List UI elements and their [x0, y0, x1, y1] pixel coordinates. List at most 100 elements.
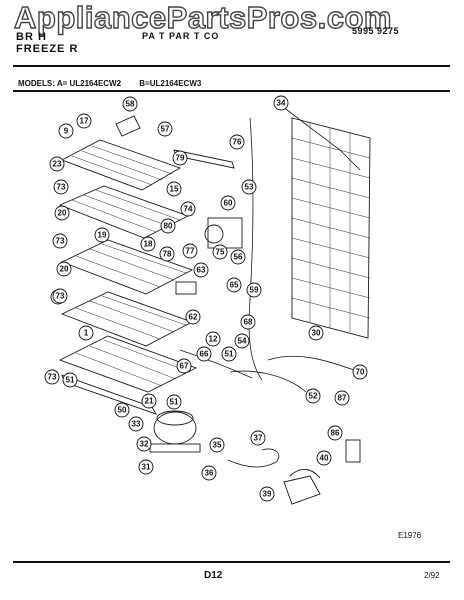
svg-text:70: 70	[356, 368, 365, 377]
callout-1: 1	[78, 325, 94, 341]
svg-text:31: 31	[142, 463, 151, 472]
svg-text:53: 53	[245, 183, 254, 192]
svg-text:19: 19	[98, 231, 107, 240]
callout-18: 18	[140, 236, 156, 252]
svg-text:12: 12	[209, 335, 218, 344]
compressor	[149, 410, 201, 453]
drain-pan	[283, 469, 321, 505]
callout-75: 75	[212, 244, 228, 260]
callout-65: 65	[226, 277, 242, 293]
cord-37	[227, 448, 280, 468]
svg-text:52: 52	[309, 392, 318, 401]
callout-33: 33	[128, 416, 144, 432]
callout-30: 30	[308, 325, 324, 341]
callout-39: 39	[259, 486, 275, 502]
callout-21: 21	[141, 393, 157, 409]
header-title: PA T PAR T CO	[142, 31, 220, 41]
top-shelf	[60, 139, 182, 191]
document-number: 5995 9275	[352, 26, 400, 36]
callout-58: 58	[122, 96, 138, 112]
watermark: AppliancePartsPros.com	[13, 0, 392, 36]
product-label: FREEZE R	[16, 43, 79, 55]
svg-text:18: 18	[144, 240, 153, 249]
callout-60: 60	[220, 195, 236, 211]
callout-76: 76	[229, 134, 245, 150]
svg-text:17: 17	[80, 117, 89, 126]
svg-text:51: 51	[170, 398, 179, 407]
callout-67: 67	[176, 358, 192, 374]
callout-32: 32	[136, 436, 152, 452]
svg-text:54: 54	[238, 337, 247, 346]
svg-text:76: 76	[233, 138, 242, 147]
svg-text:80: 80	[164, 222, 173, 231]
svg-text:62: 62	[189, 313, 198, 322]
svg-text:59: 59	[250, 286, 259, 295]
svg-text:20: 20	[58, 209, 67, 218]
callout-20b: 20	[56, 261, 72, 277]
brand-label: BR H	[16, 31, 47, 43]
models-rule	[13, 90, 450, 92]
svg-text:66: 66	[200, 350, 209, 359]
svg-text:1: 1	[84, 329, 89, 338]
models-line: MODELS: A= UL2164ECW2 B=UL2164ECW3	[18, 79, 217, 88]
page-code: D12	[204, 570, 223, 581]
svg-text:40: 40	[320, 454, 329, 463]
callout-52: 52	[305, 388, 321, 404]
svg-text:15: 15	[170, 185, 179, 194]
callout-34: 34	[273, 95, 289, 111]
svg-text:78: 78	[163, 250, 172, 259]
callout-73a: 73	[53, 179, 69, 195]
svg-text:30: 30	[312, 329, 321, 338]
callout-74: 74	[180, 201, 196, 217]
callout-40: 40	[316, 450, 332, 466]
callout-77: 77	[182, 243, 198, 259]
tube-70	[267, 355, 361, 373]
svg-text:79: 79	[176, 154, 185, 163]
callout-51c: 51	[166, 394, 182, 410]
callout-9: 9	[58, 123, 74, 139]
light-58	[115, 115, 141, 137]
svg-text:21: 21	[145, 397, 154, 406]
figure-code: E1976	[398, 531, 422, 540]
svg-text:39: 39	[263, 490, 272, 499]
svg-text:36: 36	[205, 469, 214, 478]
svg-text:87: 87	[338, 394, 347, 403]
callout-labels: 58 57 34 17 9 76 79 23 73 15 53 60 74 20…	[44, 95, 368, 502]
callout-87: 87	[334, 390, 350, 406]
svg-text:86: 86	[331, 429, 340, 438]
svg-text:73: 73	[57, 183, 66, 192]
svg-text:51: 51	[225, 350, 234, 359]
revision-date: 2/92	[424, 571, 440, 580]
callout-70: 70	[352, 364, 368, 380]
callout-73d: 73	[44, 369, 60, 385]
callout-57: 57	[157, 121, 173, 137]
tube-52	[229, 370, 307, 393]
callout-19: 19	[94, 227, 110, 243]
svg-text:9: 9	[64, 127, 69, 136]
callout-63: 63	[193, 262, 209, 278]
callout-68: 68	[240, 314, 256, 330]
shelf-group	[58, 139, 198, 415]
svg-text:23: 23	[53, 160, 62, 169]
svg-text:73: 73	[56, 237, 65, 246]
tube-34	[281, 105, 361, 171]
callout-54: 54	[234, 333, 250, 349]
callout-59: 59	[246, 282, 262, 298]
callout-17: 17	[76, 113, 92, 129]
callout-53: 53	[241, 179, 257, 195]
tube-main	[248, 117, 263, 381]
svg-text:56: 56	[234, 253, 243, 262]
callout-80: 80	[160, 218, 176, 234]
svg-text:20: 20	[60, 265, 69, 274]
svg-text:68: 68	[244, 318, 253, 327]
callout-15: 15	[166, 181, 182, 197]
callout-73b: 73	[52, 233, 68, 249]
svg-text:37: 37	[254, 434, 263, 443]
callout-51a: 51	[221, 346, 237, 362]
svg-text:63: 63	[197, 266, 206, 275]
models-label-b: B=UL2164ECW3	[139, 79, 202, 88]
header-rule	[13, 65, 450, 67]
callout-37: 37	[250, 430, 266, 446]
